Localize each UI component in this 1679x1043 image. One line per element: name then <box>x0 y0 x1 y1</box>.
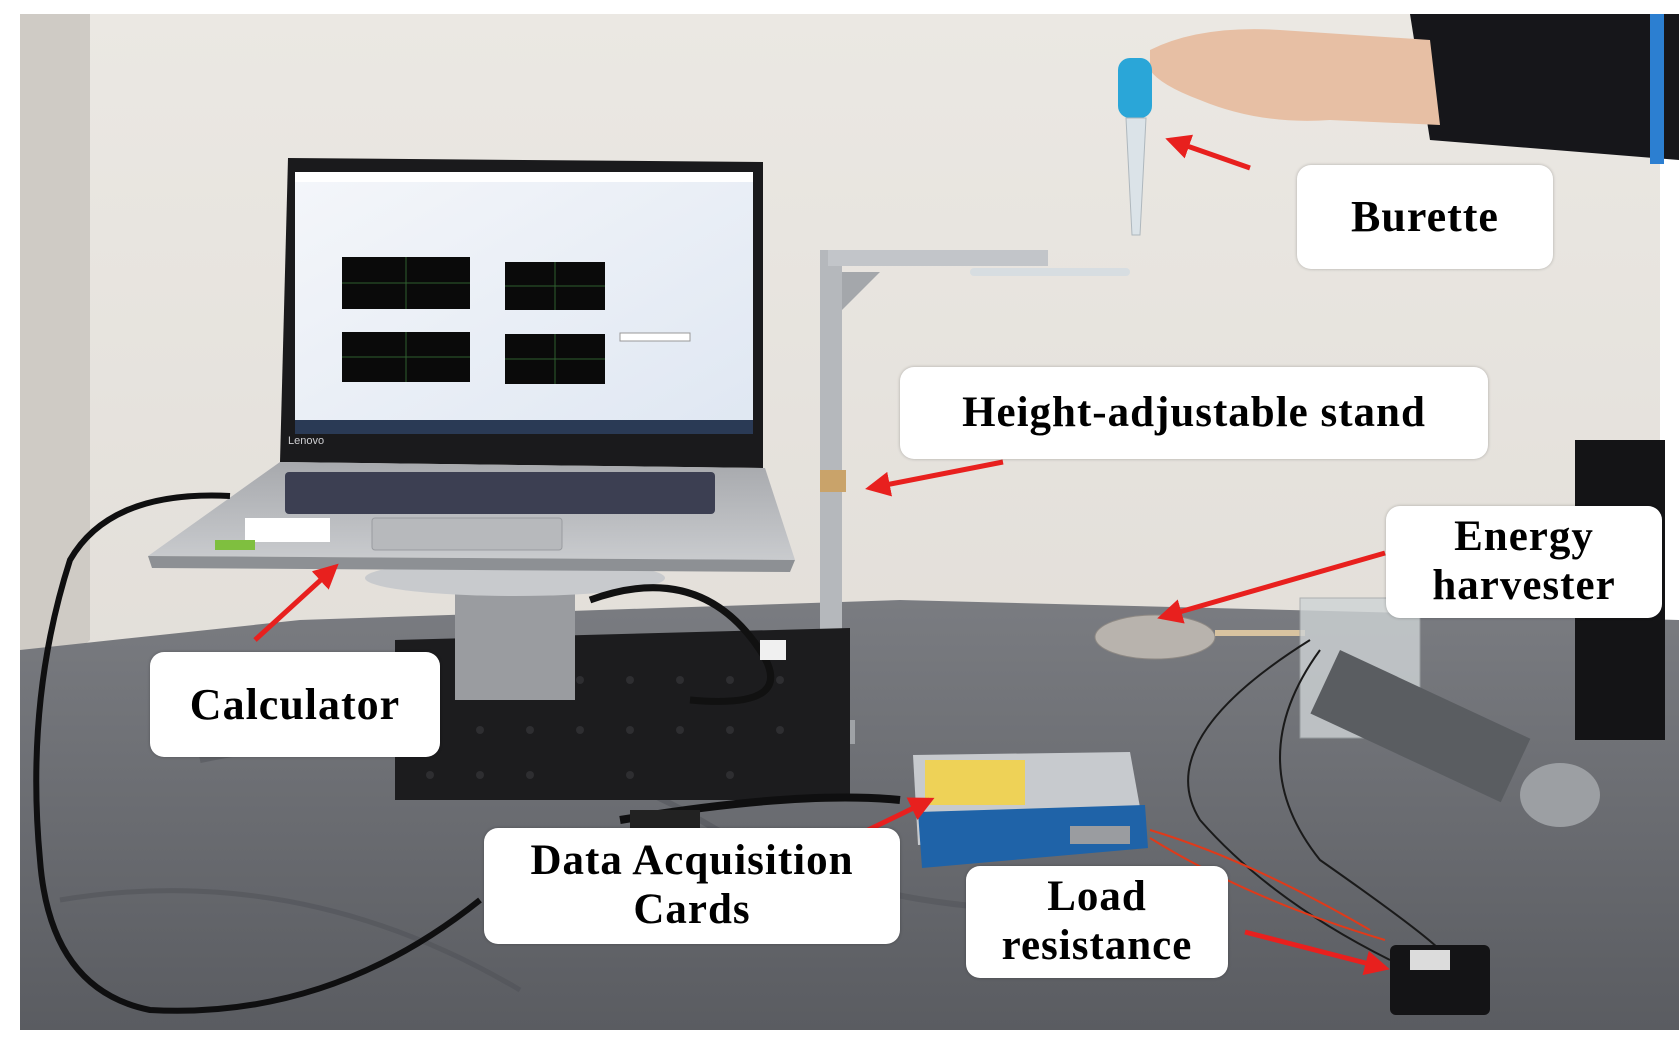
energy-harvester-label-line2: harvester <box>1432 562 1616 609</box>
burette-label: Burette <box>1297 165 1553 269</box>
load-resistance-box <box>1390 945 1490 1015</box>
energy-harvester-label-line1: Energy <box>1454 513 1594 561</box>
load-resistance-label-line2: resistance <box>1001 922 1193 969</box>
daq-card <box>913 752 1148 868</box>
burette-label-text: Burette <box>1351 192 1499 242</box>
laptop: Lenovo <box>148 158 795 572</box>
calculator-label-text: Calculator <box>189 679 401 729</box>
daq-label: Data Acquisition Cards <box>484 828 900 944</box>
stand-label-text: Height-adjustable stand <box>962 388 1426 436</box>
pipette <box>1118 58 1152 236</box>
energy-harvester <box>1094 597 1600 827</box>
energy-harvester-label: Energy harvester <box>1386 506 1662 618</box>
load-resistance-label-line1: Load <box>1047 873 1147 921</box>
calculator-label: Calculator <box>150 652 440 757</box>
daq-label-line2: Cards <box>633 886 751 933</box>
stand-label: Height-adjustable stand <box>900 367 1488 459</box>
load-resistance-label: Load resistance <box>966 866 1228 978</box>
daq-label-line1: Data Acquisition <box>530 837 854 885</box>
motor-block <box>455 585 575 700</box>
laptop-brand: Lenovo <box>288 435 324 447</box>
hand <box>1150 14 1679 164</box>
